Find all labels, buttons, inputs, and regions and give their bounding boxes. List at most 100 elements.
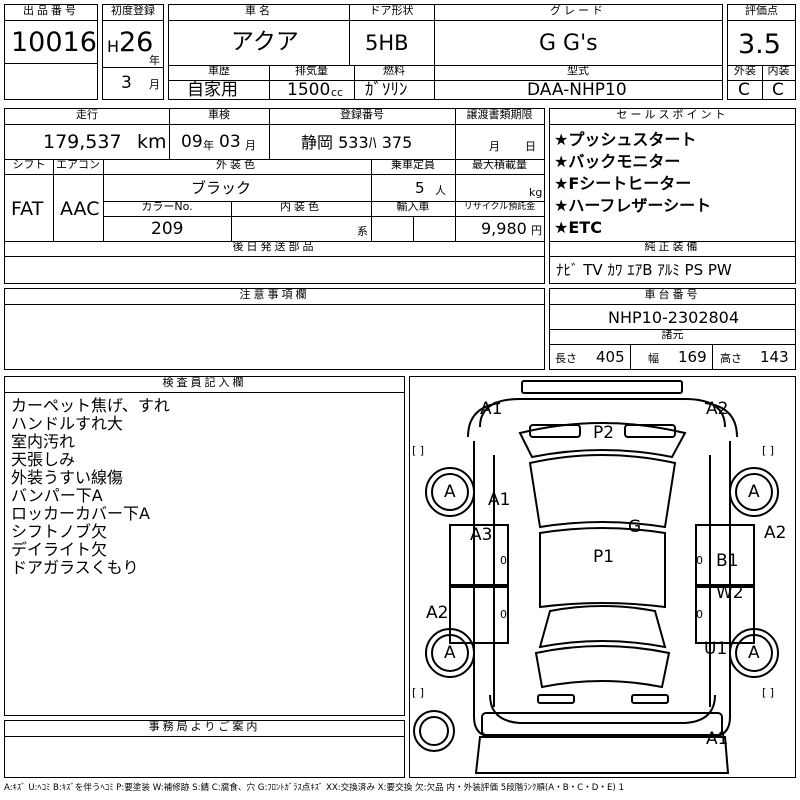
score-label: 評価点 [728,5,795,21]
car-info-block: 車名 ドア形状 グレード アクア 5HB G G's 車歴 排気量 燃料 型式 … [168,4,723,100]
notes-block: 注意事項欄 [4,288,545,370]
damage-mark: A2 [426,603,449,623]
exterior-score-label: 外装 [728,65,762,81]
damage-mark: U1 [704,639,728,659]
first-registration-year: 26 [119,27,154,58]
damage-mark: A [444,482,456,502]
inspector-note: カーペット焦げ、すれ [11,396,170,415]
sales-point-item: ★ETC [554,218,602,237]
max-load-unit: kg [529,186,543,199]
chassis-block: 車台番号 NHP10-2302804 諸元 長さ 405 幅 169 高さ 14… [549,288,796,370]
damage-mark: 0 [500,554,507,567]
sales-point-item: ★バックモニター [554,152,681,171]
damage-mark: A [748,643,760,663]
fuel: ｶﾞｿﾘﾝ [365,80,408,100]
sales-point-item: ★Fシートヒーター [554,174,692,193]
history-label: 車歴 [169,65,269,81]
exterior-color: ブラック [191,179,252,197]
first-registration-era: H [107,37,120,56]
import-label: 輸入車 [371,201,455,217]
plate-label: 登録番号 [269,109,455,125]
inspector-note: ロッカーカバー下A [11,504,150,523]
inspection-month-unit: 月 [245,139,256,152]
height-label: 高さ [720,352,742,365]
displacement-unit: cc [331,86,344,99]
displacement: 1500 [287,80,331,100]
exterior-color-label: 外装色 [103,159,371,175]
bracket-mark: [ ] [762,444,775,457]
model-label: 型式 [434,65,722,81]
damage-mark: A1 [706,729,729,749]
sales-point-item: ★プッシュスタート [554,130,697,149]
inspector-note: バンパー下A [11,486,103,505]
damage-mark: G [628,517,642,537]
history: 自家用 [187,80,238,100]
recycle-unit: 円 [531,224,542,237]
lot-number-label: 出品番号 [5,5,97,21]
height: 143 [760,348,789,366]
chassis-number: NHP10-2302804 [608,308,740,327]
inspector-label: 検査員記入欄 [5,377,404,393]
mileage-label: 走行 [5,109,169,125]
interior-score: C [772,80,784,100]
damage-mark: P2 [593,423,615,443]
chassis-label: 車台番号 [550,289,795,305]
car-outline-diagram [413,380,779,774]
score: 3.5 [738,29,781,60]
capacity-label: 乗車定員 [371,159,455,175]
transfer-deadline-label: 譲渡書類期限 [455,109,544,125]
damage-mark: 0 [696,608,703,621]
inspector-note: 室内汚れ [11,432,76,451]
shift: FAT [11,198,44,220]
first-registration-month: 3 [121,73,132,93]
capacity-unit: 人 [435,184,446,197]
sales-points-list: ★プッシュスタート ★バックモニター ★Fシートヒーター ★ハーフレザーシート … [554,129,711,239]
inspection-year: 09 [181,132,203,152]
car-name: アクア [231,29,299,55]
damage-mark: A2 [706,399,729,419]
door-type: 5HB [365,31,409,55]
fuel-label: 燃料 [354,65,434,81]
damage-mark: 0 [696,554,703,567]
damage-mark: A [748,482,760,502]
damage-mark: A [444,643,456,663]
car-diagram: A1 A2 P2 [ ] [ ] A A A1 G A2 A3 0 P1 0 B… [409,376,796,778]
bracket-mark: [ ] [762,686,775,699]
width: 169 [678,348,707,366]
aircon: AAC [60,198,100,220]
color-no-label: カラーNo. [103,201,231,217]
damage-mark: P1 [593,547,615,567]
deadline-day-unit: 日 [525,140,536,153]
vehicle-detail-block: 走行 車検 登録番号 譲渡書類期限 179,537 km 09 年 03 月 静… [4,108,545,284]
grade: G G's [539,31,598,56]
lot-number: 10016 [11,27,97,58]
equipment: ﾅﾋﾞ TV ｶﾜ ｴｱB ｱﾙﾐ PS PW [556,261,732,279]
aircon-label: エアコン [53,159,103,175]
damage-mark: W2 [716,583,744,603]
recycle-label: リサイクル預託金 [455,201,544,217]
inspector-note: 天張しみ [11,450,76,469]
interior-score-label: 内装 [762,65,795,81]
inspection-label: 車検 [169,109,269,125]
inspection-month: 03 [219,132,241,152]
grade-label: グレード [434,5,722,21]
interior-color-label: 内装色 [231,201,371,217]
inspector-note: ハンドルすれ大 [11,414,124,433]
bracket-mark: [ ] [412,686,425,699]
equipment-label: 純正装備 [550,241,795,257]
first-registration-label: 初度登録 [103,5,163,21]
capacity: 5 [415,179,425,197]
damage-mark: 0 [500,608,507,621]
color-no: 209 [151,219,184,239]
bracket-mark: [ ] [412,444,425,457]
damage-mark: A2 [764,523,787,543]
legend-text: A:ｷｽﾞ U:ﾍｺﾐ B:ｷｽﾞを伴うﾍｺﾐ P:要塗装 W:補修跡 S:錆 … [4,783,624,793]
max-load-label: 最大積載量 [455,159,544,175]
length: 405 [596,348,625,366]
inspection-year-unit: 年 [203,139,214,152]
score-cell: 評価点 3.5 外装 内装 C C [727,4,796,100]
sales-points-block: セールスポイント ★プッシュスタート ★バックモニター ★Fシートヒーター ★ハ… [549,108,796,284]
sales-points-label: セールスポイント [550,109,795,125]
exterior-score: C [738,80,750,100]
specs-label: 諸元 [550,329,795,345]
